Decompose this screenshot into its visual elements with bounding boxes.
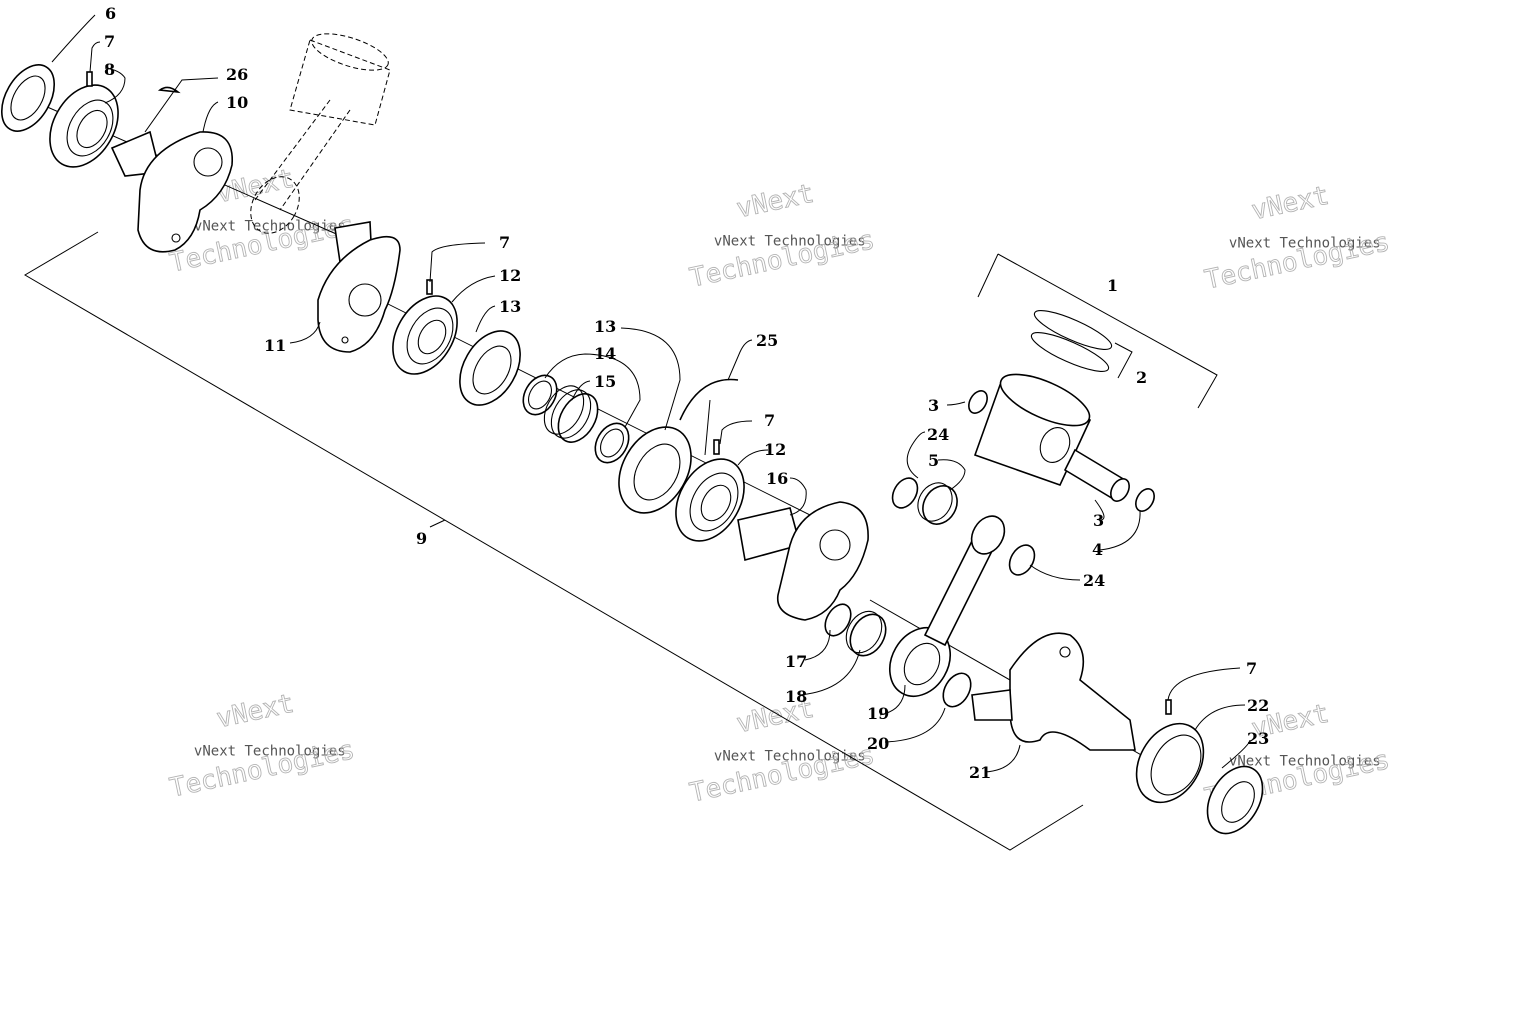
callout-labels: 6 7 8 26 10 7 12 13 11 13 14 15 25 7 12 … [104, 4, 1269, 782]
callout-25: 25 [756, 331, 778, 350]
svg-text:vNext Technologies: vNext Technologies [714, 233, 866, 249]
callout-10: 10 [226, 93, 248, 112]
callout-2: 2 [1136, 368, 1147, 387]
seal-6 [0, 64, 56, 132]
callout-13: 13 [594, 317, 616, 336]
callout-11: 11 [264, 336, 286, 355]
svg-text:vNext Technologies: vNext Technologies [194, 218, 346, 234]
ring-14b [594, 422, 630, 464]
labyrinth-seal-15 [543, 385, 599, 443]
svg-text:vNext Technologies: vNext Technologies [714, 748, 866, 764]
callout-22: 22 [1247, 696, 1269, 715]
crank-half-16 [737, 501, 869, 621]
watermark-4: vNext vNext Technologies Technologies [167, 688, 358, 804]
needle-bearing-18 [845, 610, 887, 657]
callout-7: 7 [764, 411, 775, 430]
thrust-washer-24b [1008, 544, 1036, 576]
callout-5: 5 [928, 451, 939, 470]
callout-16: 16 [766, 469, 788, 488]
leader-lines [51, 14, 1251, 773]
pin-7d [1165, 699, 1172, 715]
callout-20: 20 [867, 734, 889, 753]
svg-text:vNext: vNext [1249, 181, 1332, 227]
callout-6: 6 [105, 4, 116, 23]
svg-text:vNext Technologies: vNext Technologies [1229, 753, 1381, 769]
callout-14: 14 [594, 344, 616, 363]
svg-text:vNext Technologies: vNext Technologies [194, 743, 346, 759]
watermark-3: vNext vNext Technologies Technologies [1202, 180, 1393, 296]
callout-4: 4 [1092, 540, 1103, 559]
svg-text:vNext Technologies: vNext Technologies [1229, 235, 1381, 251]
callout-8: 8 [104, 60, 115, 79]
callout-19: 19 [867, 704, 889, 723]
svg-text:vNext: vNext [214, 689, 297, 735]
callout-7: 7 [1246, 659, 1257, 678]
crank-half-21 [971, 632, 1136, 751]
shim-20 [942, 672, 972, 708]
piston-rings-2 [1030, 310, 1113, 372]
svg-text:vNext: vNext [734, 179, 817, 225]
bearing-12a [392, 295, 458, 375]
callout-7: 7 [104, 32, 115, 51]
connecting-rod-19 [889, 515, 1006, 697]
callout-12: 12 [499, 266, 521, 285]
circlip-3b [1135, 488, 1155, 512]
callout-24: 24 [1083, 571, 1105, 590]
pin-7a [86, 71, 93, 87]
callout-7: 7 [499, 233, 510, 252]
callout-12: 12 [764, 440, 786, 459]
callout-18: 18 [785, 687, 807, 706]
watermark-2: vNext vNext Technologies Technologies [687, 178, 878, 294]
assembly-bracket-9 [24, 231, 1084, 851]
circlip-3a [968, 390, 988, 414]
callout-17: 17 [785, 652, 807, 671]
watermark-5: vNext vNext Technologies Technologies [687, 693, 878, 809]
callout-13: 13 [499, 297, 521, 316]
callout-24: 24 [927, 425, 949, 444]
callout-26: 26 [226, 65, 248, 84]
crank-half-11 [317, 221, 401, 353]
thrust-washer-24a [891, 477, 919, 509]
callout-23: 23 [1247, 729, 1269, 748]
bearing-22 [1135, 722, 1205, 804]
callout-21: 21 [969, 763, 991, 782]
piston-1 [973, 373, 1092, 486]
callout-3: 3 [928, 396, 939, 415]
callout-15: 15 [594, 372, 616, 391]
seal-23 [1206, 765, 1264, 835]
callout-1: 1 [1107, 276, 1118, 295]
piston-kit-bracket-1 [977, 253, 1218, 409]
crank-half-10 [110, 130, 233, 253]
snap-ring-25 [679, 378, 739, 421]
pin-7b [426, 279, 433, 295]
bearing-8 [49, 84, 119, 168]
wrist-pin-4 [1063, 448, 1130, 502]
seal-13a [459, 330, 521, 406]
ring-14a [522, 374, 558, 416]
woodruff-key-26 [157, 86, 181, 94]
callout-9: 9 [416, 529, 427, 548]
pin-7c [713, 439, 720, 455]
ring-bracket-2 [1114, 342, 1133, 379]
bearing-12b [675, 458, 745, 542]
piston-rod-dashed [250, 33, 391, 234]
needle-bearing-5 [917, 482, 958, 525]
callout-3: 3 [1093, 511, 1104, 530]
